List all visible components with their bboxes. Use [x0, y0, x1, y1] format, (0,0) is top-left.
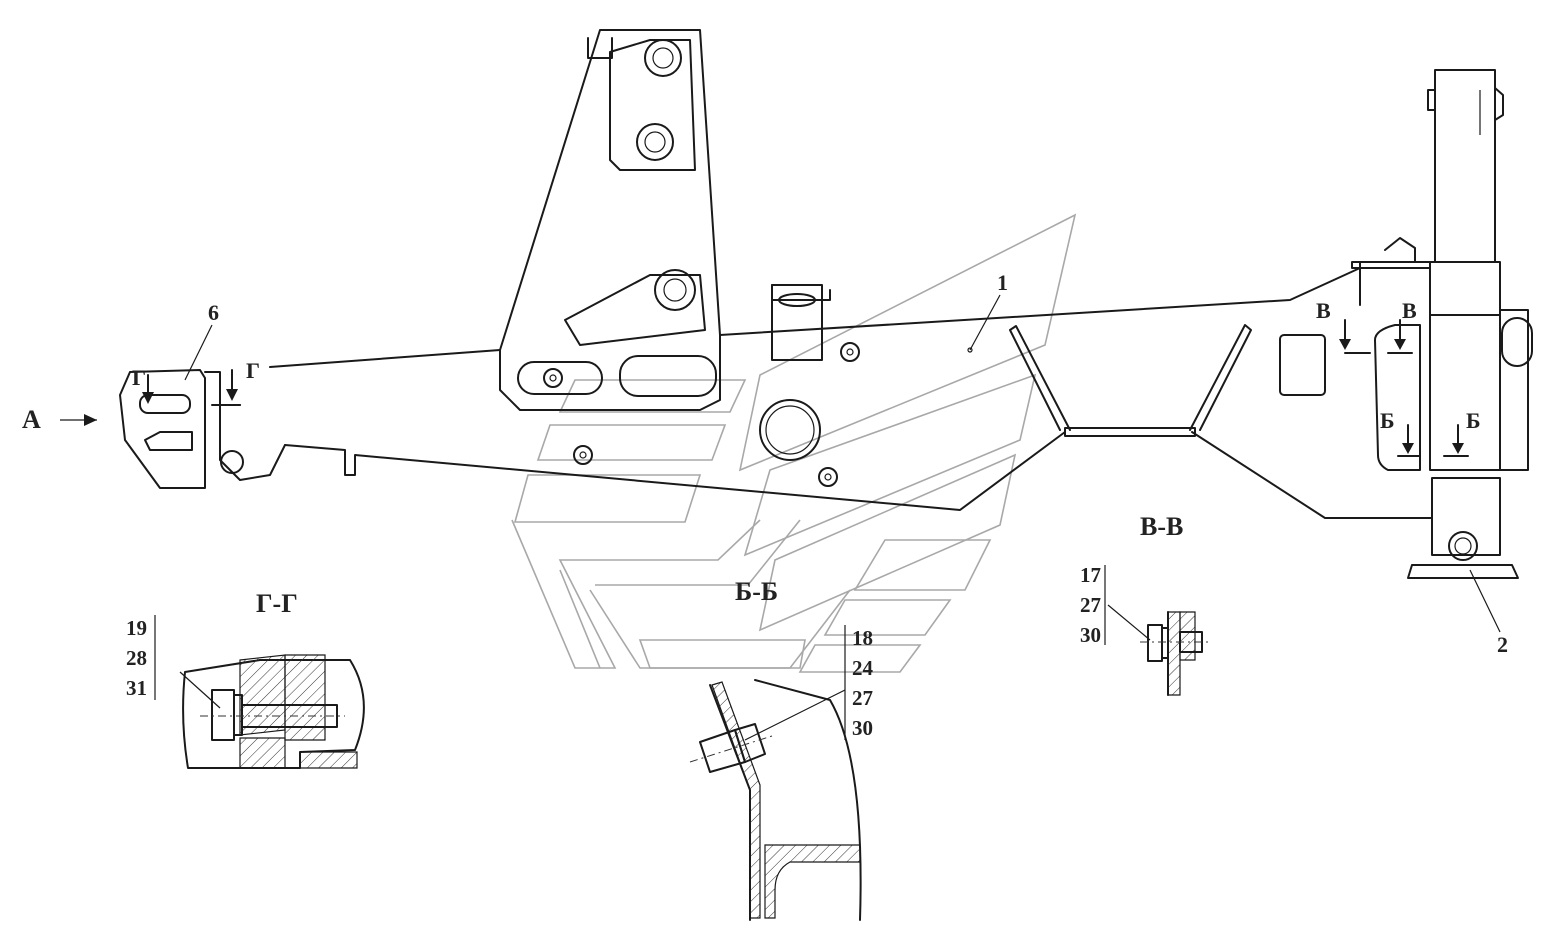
fender-outline: [511, 213, 1077, 673]
section-bb-item-3: 27: [852, 686, 873, 710]
frame-beam: [269, 267, 1433, 519]
section-marks: [142, 319, 1469, 457]
callout-2-label: 2: [1497, 632, 1508, 657]
callout-6-label: 6: [208, 300, 219, 325]
section-mark-g-left: Г: [132, 365, 146, 390]
frame-pipe: [573, 347, 973, 487]
callout-1-label: 1: [997, 270, 1008, 295]
section-vv-item-1: 17: [1080, 563, 1101, 587]
section-vv-item-3: 30: [1080, 623, 1101, 647]
section-vv-item-2: 27: [1080, 593, 1101, 617]
section-vv-detail: [1104, 565, 1210, 696]
section-gg-title: Г-Г: [256, 589, 298, 618]
section-bb-title: Б-Б: [735, 577, 778, 606]
tower-bracket: [499, 29, 721, 411]
section-bb-item-1: 18: [852, 626, 873, 650]
leader-lines: [60, 294, 1501, 633]
section-mark-b-left: Б: [1380, 408, 1395, 433]
latch-block: [771, 284, 860, 362]
section-vv-title: В-В: [1140, 512, 1183, 541]
section-mark-g-right: Г: [246, 358, 260, 383]
section-gg-item-3: 31: [126, 676, 147, 700]
section-gg-item-2: 28: [126, 646, 147, 670]
section-bb-detail: [689, 625, 862, 921]
section-gg-detail: [154, 615, 365, 769]
section-bb-item-2: 24: [852, 656, 874, 680]
section-bb-item-4: 30: [852, 716, 873, 740]
section-mark-v-right: В: [1402, 298, 1417, 323]
rear-column: [1279, 69, 1533, 579]
view-arrow-label: А: [22, 405, 41, 434]
section-gg-item-1: 19: [126, 616, 147, 640]
section-mark-b-right: Б: [1466, 408, 1481, 433]
section-mark-v-left: В: [1316, 298, 1331, 323]
